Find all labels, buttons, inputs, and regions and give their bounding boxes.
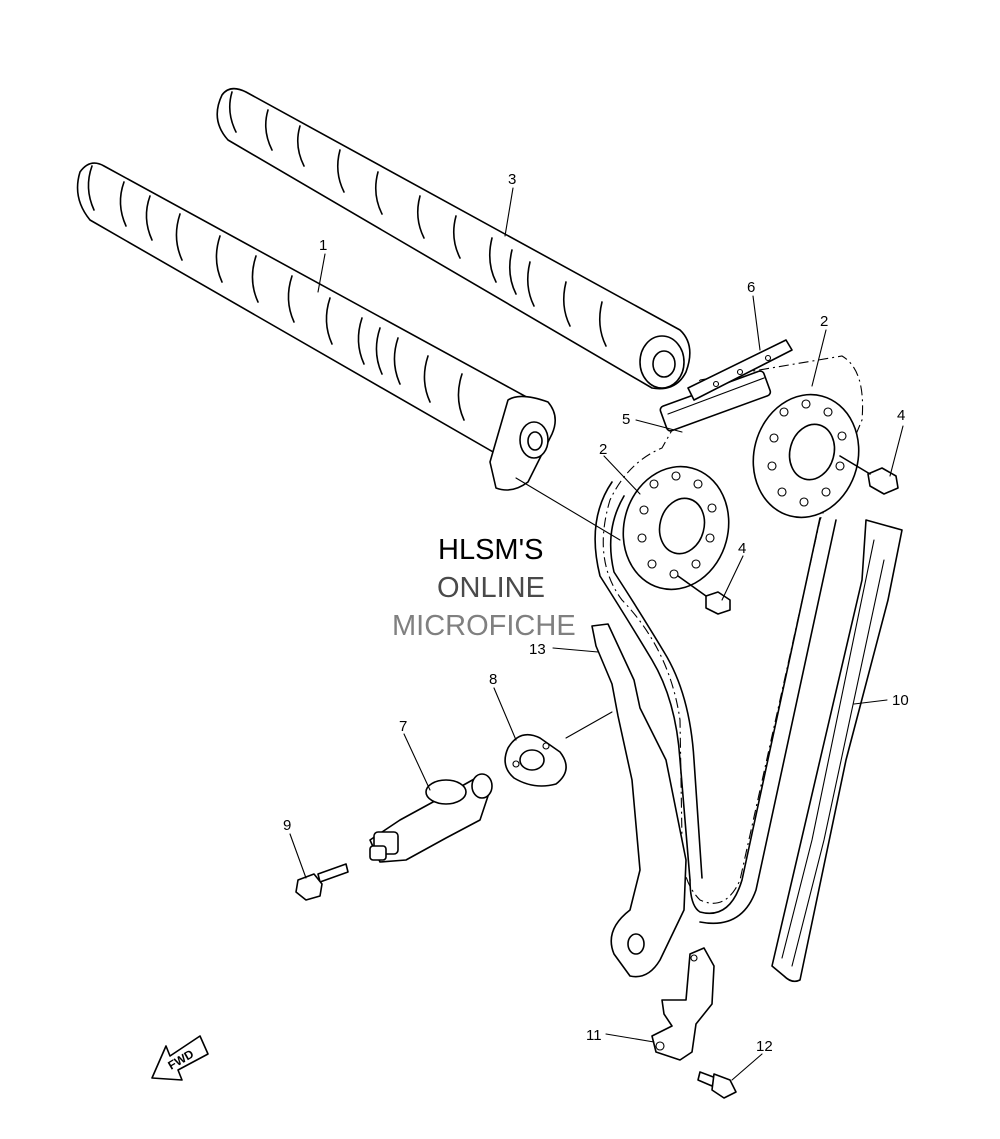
- callout-6: 6: [747, 279, 755, 296]
- callout-10: 10: [892, 692, 909, 709]
- camshaft-1: [76, 162, 556, 491]
- sprocket-2-right: [752, 393, 860, 519]
- watermark-line-3: MICROFICHE: [392, 610, 576, 642]
- chain-guide-6: [687, 339, 793, 401]
- callout-1: 1: [319, 237, 327, 254]
- watermark-line-2: ONLINE: [437, 572, 545, 604]
- callout-4-right: 4: [897, 407, 905, 424]
- chain-guide-13: [591, 623, 687, 978]
- bolt-4-left: [677, 575, 731, 615]
- bracket-11: [651, 947, 715, 1061]
- callout-11: 11: [586, 1027, 602, 1044]
- bolt-9: [295, 863, 349, 901]
- callout-7: 7: [399, 718, 407, 735]
- bolt-12: [697, 1071, 737, 1099]
- callout-12: 12: [756, 1038, 773, 1055]
- chain-guide-10: [771, 519, 903, 983]
- sprocket-2-left: [622, 465, 730, 591]
- callout-9: 9: [283, 817, 291, 834]
- callout-labels: 1 3 6 2 5 2 4 4 8 7 9 10 13 11 12: [283, 171, 909, 1055]
- callout-2-left: 2: [599, 441, 607, 458]
- callout-8: 8: [489, 671, 497, 688]
- callout-13: 13: [529, 641, 546, 658]
- callout-2-right: 2: [820, 313, 828, 330]
- cam-chain-tensioner-7: [369, 773, 493, 863]
- timing-chain-5: [594, 355, 864, 924]
- watermark-line-1: HLSM'S: [438, 534, 544, 566]
- camshaft-3: [216, 87, 691, 390]
- callout-4-left: 4: [738, 540, 746, 557]
- leader-lines: [289, 187, 904, 1081]
- gasket-8: [504, 733, 567, 787]
- callout-5: 5: [622, 411, 630, 428]
- callout-3: 3: [508, 171, 516, 188]
- fwd-arrow-icon: FWD: [151, 1035, 209, 1081]
